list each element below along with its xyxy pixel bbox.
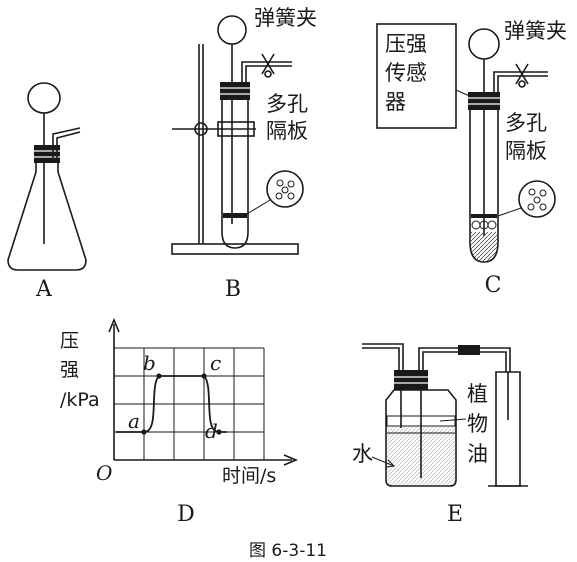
panel-label-d: D	[177, 502, 195, 527]
test-tube	[469, 104, 499, 263]
label-sensor-1: 压强	[385, 32, 427, 56]
point-a	[141, 429, 147, 435]
conical-flask	[7, 155, 87, 271]
apparatus-b: 弹簧夹 多孔 隔板 B	[171, 6, 317, 302]
ylabel-line-2: 强	[60, 359, 79, 381]
funnel-bulb	[27, 82, 61, 114]
porous-plate	[223, 213, 247, 218]
rubber-stopper	[220, 82, 250, 100]
point-b	[156, 373, 162, 379]
rubber-stopper	[468, 92, 500, 110]
label-porous-1: 多孔	[505, 111, 547, 135]
pressure-sensor-box	[376, 23, 457, 129]
pressure-curve	[116, 375, 227, 433]
rubber-stopper	[34, 145, 60, 163]
inlet-tube	[362, 343, 404, 372]
label-oil-3: 油	[467, 442, 488, 466]
rubber-stopper	[394, 370, 428, 390]
gas-bottle	[385, 389, 457, 487]
curve-points: a b c d	[128, 351, 222, 443]
label-oil-2: 物	[467, 412, 488, 436]
porous-plate	[471, 214, 497, 218]
label-porous-2: 隔板	[266, 119, 308, 143]
label-water: 水	[352, 442, 373, 466]
porous-plate-magnified	[518, 180, 556, 218]
stand-base	[171, 243, 299, 255]
delivery-tube	[52, 127, 81, 158]
label-spring-clip: 弹簧夹	[504, 19, 567, 43]
figure-caption: 图 6-3-11	[249, 541, 327, 561]
panel-label-c: C	[485, 273, 502, 298]
water	[387, 427, 455, 485]
label-porous-2: 隔板	[505, 139, 547, 163]
apparatus-e: 植 物 油 水 E	[352, 343, 528, 527]
label-sensor-3: 器	[385, 90, 406, 114]
side-tube	[493, 71, 548, 96]
point-d	[216, 429, 222, 435]
side-tube	[241, 61, 292, 86]
point-label-a: a	[128, 409, 140, 433]
funnel-bulb	[468, 28, 500, 60]
origin-label: O	[96, 461, 112, 485]
xlabel: 时间/s	[222, 465, 276, 487]
panel-label-e: E	[447, 502, 463, 527]
point-label-d: d	[205, 419, 218, 443]
point-label-b: b	[143, 351, 156, 375]
apparatus-c: 压强 传感 器 弹簧夹	[376, 19, 567, 298]
graph-grid	[114, 347, 265, 460]
spring-clip	[261, 53, 275, 78]
oil-layer	[386, 415, 456, 427]
apparatus-a: A	[7, 82, 87, 302]
panel-label-b: B	[225, 277, 241, 302]
label-oil-1: 植	[467, 382, 488, 406]
graph-d: 压 强 /kPa a b c d O 时间/s D	[60, 317, 299, 527]
label-sensor-2: 传感	[385, 61, 427, 85]
spring-clip	[515, 63, 529, 88]
point-c	[201, 373, 207, 379]
panel-label-a: A	[35, 277, 53, 302]
ylabel-line-3: /kPa	[60, 389, 100, 411]
ylabel-line-1: 压	[60, 330, 79, 352]
label-spring-clip: 弹簧夹	[254, 6, 317, 30]
funnel-bulb	[217, 15, 247, 45]
hose-joint	[458, 345, 480, 355]
test-tube	[221, 92, 249, 249]
porous-plate-magnified	[266, 170, 304, 208]
liquid	[471, 232, 497, 261]
point-label-c: c	[210, 351, 221, 375]
label-porous-1: 多孔	[266, 92, 308, 116]
